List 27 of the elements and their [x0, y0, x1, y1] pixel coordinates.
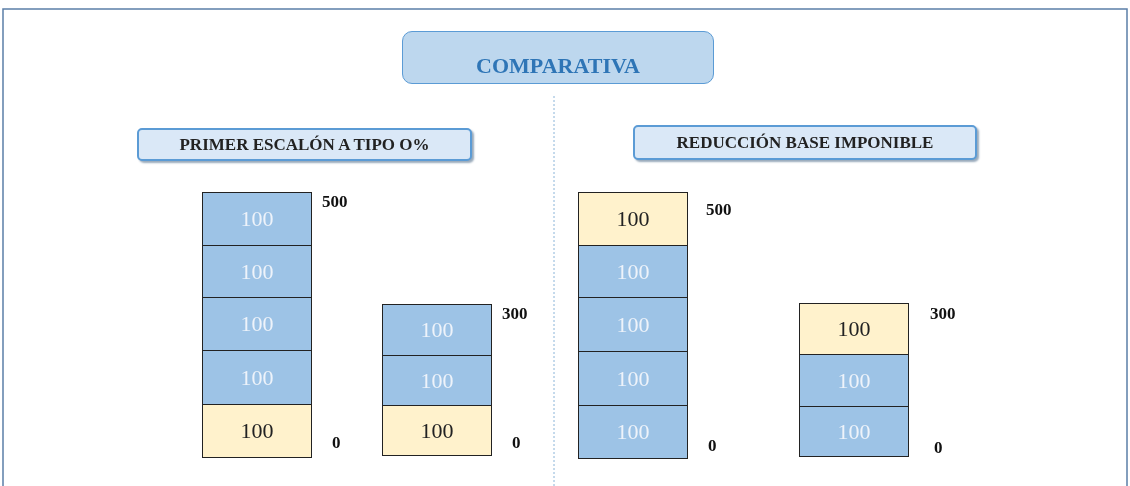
scale-value: 0	[708, 436, 717, 456]
section-header: REDUCCIÓN BASE IMPONIBLE	[633, 125, 977, 160]
title-box: COMPARATIVA	[402, 31, 714, 84]
scale-value: 500	[322, 192, 348, 212]
value-block: 100	[799, 406, 909, 457]
value-block: 100	[202, 350, 312, 405]
value-block: 100	[578, 245, 688, 298]
scale-value: 300	[502, 304, 528, 324]
value-block: 100	[382, 405, 492, 456]
value-block: 100	[202, 297, 312, 351]
value-block: 100	[578, 297, 688, 352]
scale-value: 300	[930, 304, 956, 324]
value-block: 100	[202, 245, 312, 298]
value-block: 100	[578, 351, 688, 406]
section-header: PRIMER ESCALÓN A TIPO O%	[137, 128, 472, 161]
value-block: 100	[799, 303, 909, 355]
value-block: 100	[382, 304, 492, 356]
scale-value: 0	[332, 433, 341, 453]
scale-value: 500	[706, 200, 732, 220]
scale-value: 0	[512, 433, 521, 453]
value-block: 100	[578, 405, 688, 459]
value-block: 100	[202, 192, 312, 246]
value-block: 100	[578, 192, 688, 246]
scale-value: 0	[934, 438, 943, 458]
value-block: 100	[382, 355, 492, 406]
value-block: 100	[202, 404, 312, 458]
value-block: 100	[799, 354, 909, 407]
